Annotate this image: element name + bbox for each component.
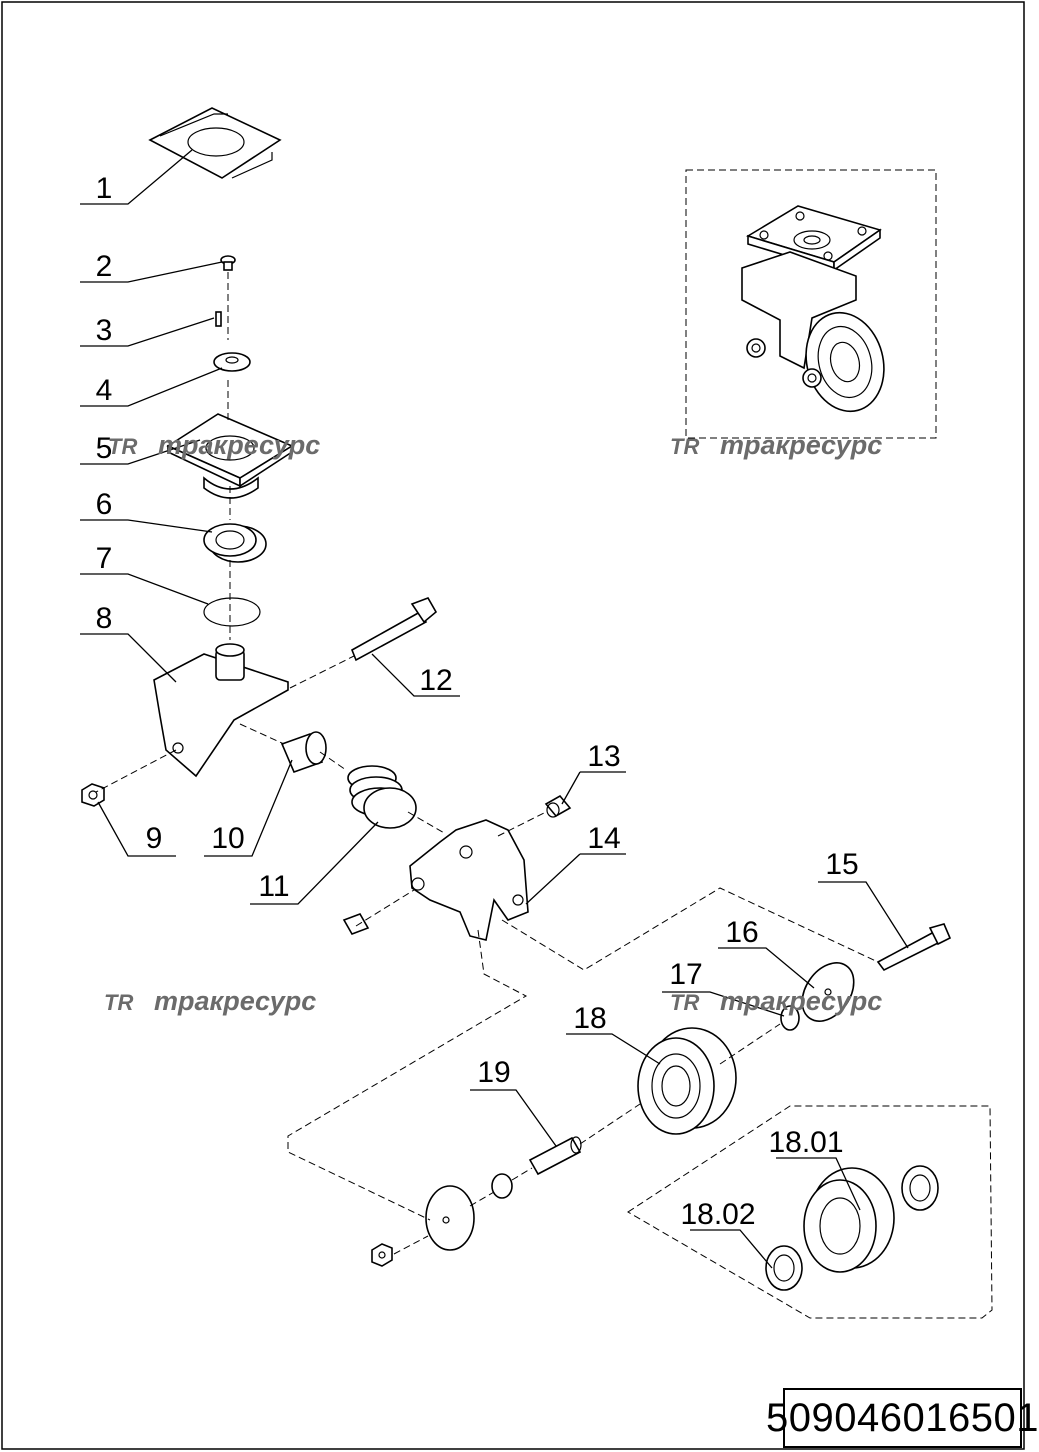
document-number-box: 509046016501 [766, 1388, 1038, 1448]
part-12-bolt [350, 597, 438, 662]
callout-8: 8 [96, 602, 113, 635]
assembled-caster-illustration [741, 205, 885, 413]
callout-18-02: 18.02 [680, 1198, 755, 1231]
assembly-center-lines [95, 272, 879, 1255]
part-4-washer [213, 352, 251, 372]
sleeve-left [342, 913, 370, 935]
callout-11: 11 [258, 870, 289, 903]
part-13-sleeve [544, 794, 572, 818]
callout-18: 18 [573, 1002, 606, 1035]
document-number: 509046016501 [766, 1395, 1039, 1440]
part-18-02-wheel-bearing [765, 1245, 803, 1291]
watermark-top-left: TR тракресурс [108, 430, 320, 460]
part-14-wheel-fork [409, 819, 529, 941]
watermark-bottom-left: TR тракресурс [104, 986, 316, 1016]
wheel-bearing-right [901, 1165, 939, 1211]
watermark-text: тракресурс [154, 986, 316, 1016]
callout-labels: 1 2 3 4 5 6 7 8 9 10 11 12 13 14 15 16 1… [96, 172, 859, 1231]
callout-3: 3 [96, 314, 113, 347]
part-6-bearing [203, 523, 267, 563]
part-1-shim-plate [148, 107, 282, 179]
part-18-01-wheel-core [803, 1167, 895, 1273]
callout-4: 4 [96, 374, 113, 407]
watermark-bottom-right: TR тракресурс [670, 986, 882, 1016]
part-3-pin [215, 311, 222, 327]
watermark-top-right: TR тракресурс [670, 430, 882, 460]
callout-18-01: 18.01 [768, 1126, 843, 1159]
callout-leaders [80, 149, 909, 1269]
part-19-axle-sleeve [528, 1136, 582, 1176]
part-15-axle-bolt [876, 923, 952, 972]
assembly-inset-frame [685, 169, 937, 439]
watermark-text: тракресурс [720, 986, 882, 1016]
part-17-spacer-ring [780, 1005, 800, 1031]
watermark-text: тракресурс [158, 430, 320, 460]
watermark-logo: TR [670, 990, 699, 1015]
watermark-logo: TR [104, 990, 133, 1015]
part-7-snap-ring [203, 597, 261, 627]
part-10-bushing [280, 731, 327, 774]
part-9-nut [81, 783, 105, 807]
watermark-logo: TR [670, 434, 699, 459]
part-16-cover-disc [801, 962, 855, 1022]
callout-12: 12 [419, 664, 452, 697]
callout-1: 1 [96, 172, 113, 205]
part-8-fork-bracket [153, 643, 289, 778]
callout-7: 7 [96, 542, 113, 575]
callout-17: 17 [669, 958, 702, 991]
callout-16: 16 [725, 916, 758, 949]
lower-nut [371, 1243, 393, 1267]
part-11-spring [347, 765, 417, 829]
callout-19: 19 [477, 1056, 510, 1089]
callout-5: 5 [96, 432, 113, 465]
watermark-logo: TR [108, 434, 137, 459]
callout-15: 15 [825, 848, 858, 881]
callout-14: 14 [587, 822, 620, 855]
lower-cover-disc [425, 1185, 475, 1251]
callout-10: 10 [211, 822, 244, 855]
wheel-detail-inset-frame [627, 1105, 993, 1319]
callout-2: 2 [96, 250, 113, 283]
part-5-swivel-plate [166, 413, 294, 499]
callout-6: 6 [96, 488, 113, 521]
part-18-wheel [637, 1027, 737, 1135]
lower-spacer-ring [491, 1173, 513, 1199]
watermark-text: тракресурс [720, 430, 882, 460]
callout-9: 9 [146, 822, 163, 855]
part-2-screw [220, 255, 236, 271]
callout-13: 13 [587, 740, 620, 773]
